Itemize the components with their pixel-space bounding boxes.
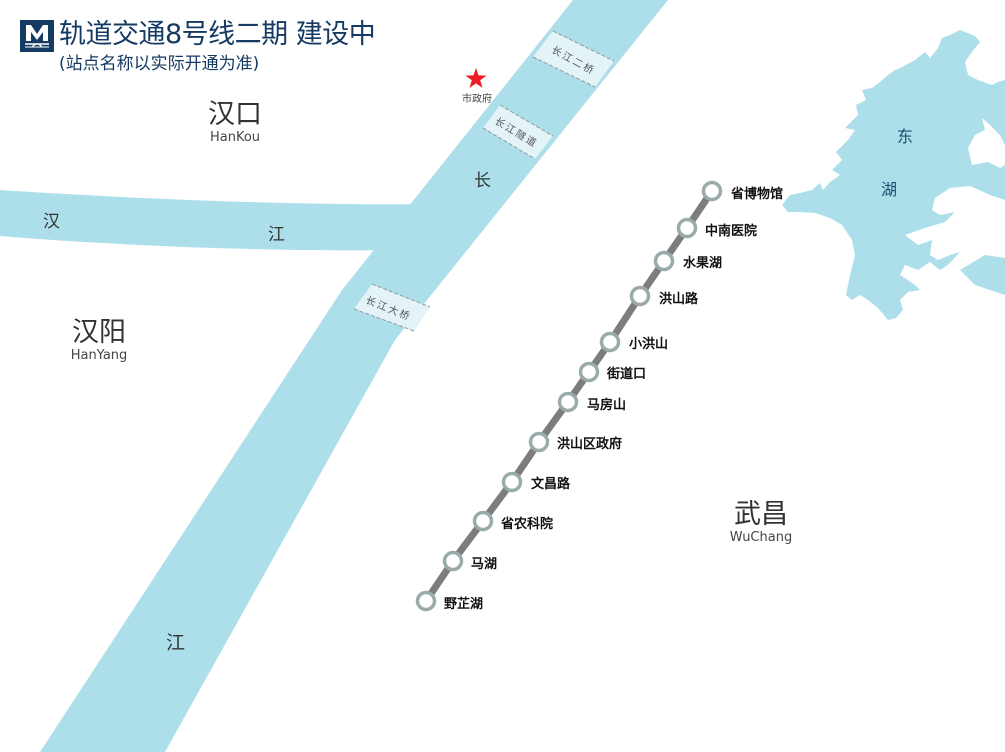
station-dot[interactable] xyxy=(599,331,621,353)
yangtze-river xyxy=(40,0,668,752)
station-label[interactable]: 野芷湖 xyxy=(444,597,484,612)
han-river-label-1: 汉 xyxy=(43,212,60,232)
station-label[interactable]: 文昌路 xyxy=(531,477,571,492)
station-dot[interactable] xyxy=(676,217,698,239)
station-dot[interactable] xyxy=(528,431,550,453)
station-dot[interactable] xyxy=(557,391,579,413)
district-name: 汉阳 xyxy=(72,317,126,348)
map-subtitle: (站点名称以实际开通为准) xyxy=(59,54,260,74)
station-dot[interactable] xyxy=(701,180,723,202)
station-label[interactable]: 洪山路 xyxy=(659,292,699,307)
district-pinyin: WuChang xyxy=(729,530,793,545)
district-pinyin: HanKou xyxy=(209,130,261,145)
east-lake xyxy=(782,30,1005,320)
station-label[interactable]: 中南医院 xyxy=(705,224,758,239)
crossing-changjiang-second-bridge xyxy=(532,30,615,88)
han-river-label-2: 江 xyxy=(268,225,285,245)
red-star-icon xyxy=(465,68,487,88)
district-hanyang: 汉阳 HanYang xyxy=(62,317,136,364)
station-label[interactable]: 水果湖 xyxy=(683,256,723,271)
district-pinyin: HanYang xyxy=(70,348,128,363)
district-name: 汉口 xyxy=(208,99,262,130)
district-hankou: 汉口 HanKou xyxy=(198,99,272,146)
east-lake-label-2: 湖 xyxy=(881,180,898,199)
station-dot[interactable] xyxy=(442,550,464,572)
station-dot[interactable] xyxy=(472,510,494,532)
station-markers xyxy=(415,180,723,612)
station-label[interactable]: 马湖 xyxy=(471,557,498,572)
district-wuchang: 武昌 WuChang xyxy=(722,499,800,546)
station-label[interactable]: 省博物馆 xyxy=(731,187,784,202)
metro-logo-icon xyxy=(20,20,54,52)
station-dot[interactable] xyxy=(653,250,675,272)
station-label[interactable]: 省农科院 xyxy=(501,517,554,532)
station-dot[interactable] xyxy=(629,285,651,307)
station-dot[interactable] xyxy=(578,361,600,383)
yangtze-label-1: 长 xyxy=(474,171,491,191)
yangtze-label-2: 江 xyxy=(166,632,186,654)
station-label[interactable]: 小洪山 xyxy=(629,337,669,352)
station-dot[interactable] xyxy=(415,590,437,612)
station-label[interactable]: 马房山 xyxy=(587,398,627,413)
east-lake-east-arm xyxy=(960,255,1005,295)
crossing-changjiang-bridge xyxy=(353,283,431,332)
station-label[interactable]: 洪山区政府 xyxy=(557,437,623,452)
landmark-label: 市政府 xyxy=(462,94,492,105)
east-lake-label-1: 东 xyxy=(897,127,914,146)
han-river xyxy=(0,190,430,251)
crossing-changjiang-tunnel xyxy=(482,104,554,160)
map-title: 轨道交通8号线二期 建设中 xyxy=(59,19,376,50)
station-label[interactable]: 街道口 xyxy=(607,367,647,382)
district-name: 武昌 xyxy=(734,499,788,530)
station-dot[interactable] xyxy=(501,471,523,493)
